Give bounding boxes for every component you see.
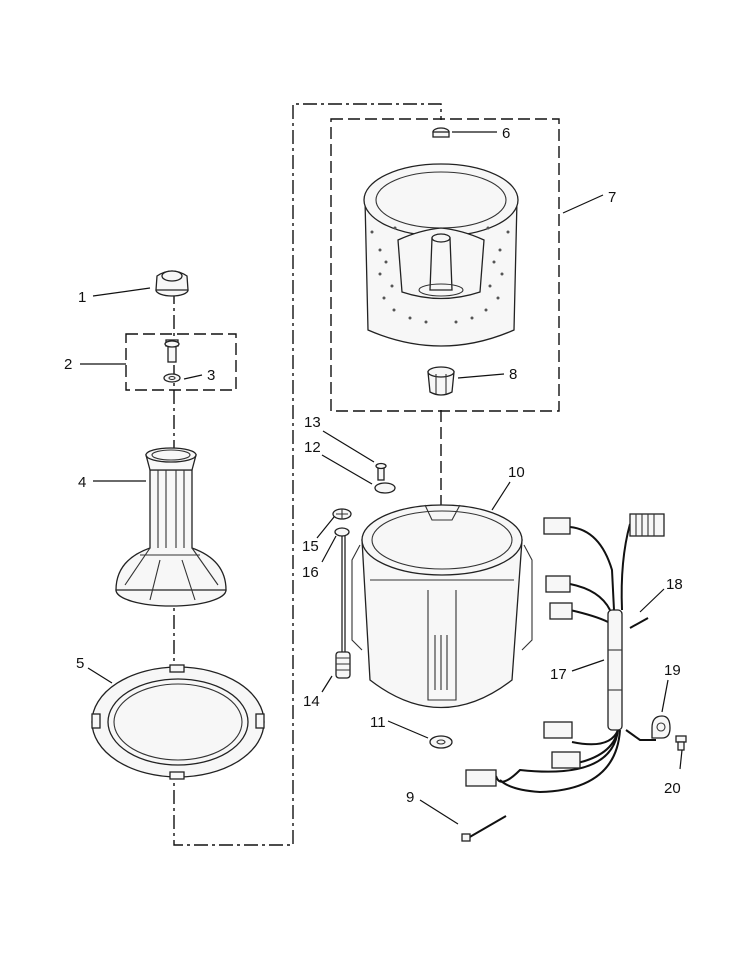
group-2-boundary — [125, 333, 237, 391]
callout-15: 15 — [302, 538, 319, 555]
wash-basket-assembly-icon[interactable] — [363, 163, 519, 347]
group-7-boundary — [330, 118, 560, 412]
bolt-assembly-group-icon[interactable] — [164, 339, 180, 363]
agitator-icon[interactable] — [115, 447, 227, 607]
callout-6: 6 — [502, 125, 510, 142]
callout-3: 3 — [207, 367, 215, 384]
leader-lines — [80, 131, 683, 825]
callout-7: 7 — [608, 189, 616, 206]
cap-icon[interactable] — [332, 508, 352, 520]
callout-11: 11 — [370, 714, 386, 731]
tie-strap-icon[interactable] — [461, 815, 507, 842]
washer-icon[interactable] — [163, 373, 181, 383]
outer-tub-icon[interactable] — [351, 504, 533, 708]
gasket-icon[interactable] — [374, 482, 396, 494]
knob-cap-icon[interactable] — [155, 270, 189, 297]
callout-13: 13 — [304, 414, 321, 431]
callout-1: 1 — [78, 289, 86, 306]
callout-17: 17 — [550, 666, 567, 683]
callout-16: 16 — [302, 564, 319, 581]
callout-5: 5 — [76, 655, 84, 672]
callout-14: 14 — [303, 693, 320, 710]
clip-icon[interactable] — [651, 715, 671, 739]
pressure-hose-icon[interactable] — [335, 536, 351, 679]
callout-20: 20 — [664, 780, 681, 797]
grommet-icon[interactable] — [334, 527, 350, 537]
seal-icon[interactable] — [429, 735, 453, 749]
callout-19: 19 — [664, 662, 681, 679]
callout-8: 8 — [509, 366, 517, 383]
screw-icon[interactable] — [675, 735, 687, 751]
callout-18: 18 — [666, 576, 683, 593]
callout-4: 4 — [78, 474, 86, 491]
callout-9: 9 — [406, 789, 414, 806]
tub-ring-icon[interactable] — [91, 664, 265, 780]
wire-harness-icon[interactable] — [465, 513, 665, 794]
callout-12: 12 — [304, 439, 321, 456]
nut-icon[interactable] — [432, 127, 450, 138]
callout-10: 10 — [508, 464, 525, 481]
callout-2: 2 — [64, 356, 72, 373]
harness-sleeve-icon[interactable] — [629, 617, 649, 629]
screw-icon[interactable] — [375, 462, 387, 481]
drive-hub-icon[interactable] — [427, 366, 455, 396]
